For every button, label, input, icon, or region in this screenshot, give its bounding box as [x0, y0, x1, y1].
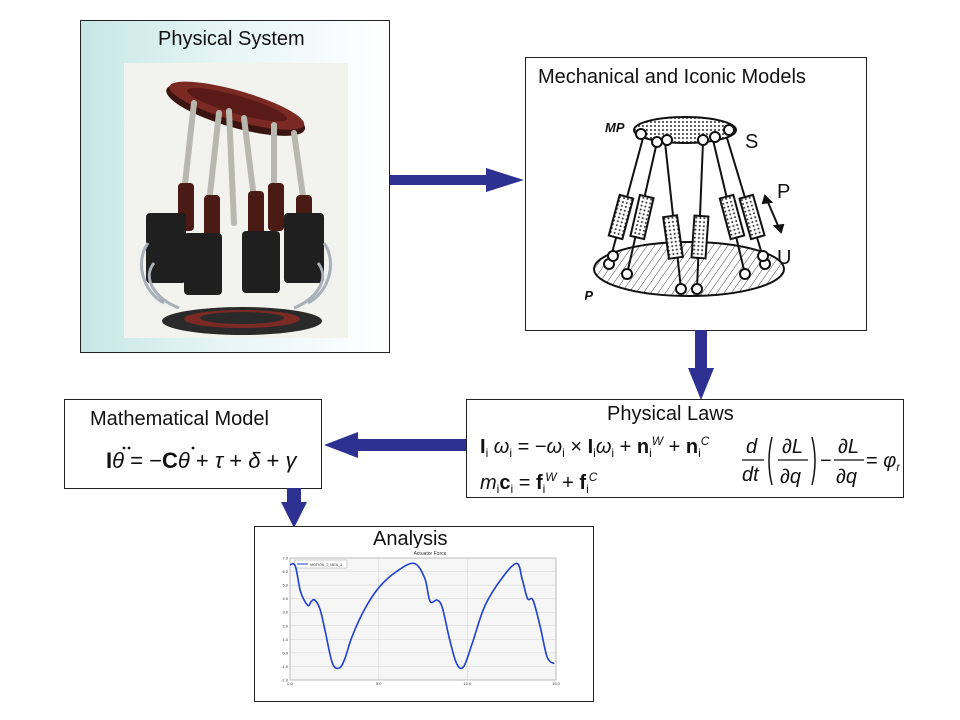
x-tick-label: 10.0 [463, 681, 472, 686]
analysis-title: Analysis [373, 528, 448, 550]
x-tick-label: 0.0 [287, 681, 293, 686]
y-tick-label: 0.0 [282, 650, 288, 655]
physical-laws-equations: Ii ωi = −ωi × Iiωi + niW + niC mici = fi… [480, 434, 900, 496]
y-tick-label: -1.0 [281, 664, 289, 669]
x-tick-label: 5.0 [376, 681, 382, 686]
y-tick-label: 5.0 [282, 583, 288, 588]
physical-laws-panel [466, 399, 904, 498]
plot-legend: MOTION_2_MEA_1 [294, 559, 348, 569]
label-bp: BP [585, 288, 593, 302]
arrow-to-math-model [324, 432, 466, 458]
y-tick-label: -2.0 [281, 678, 289, 683]
actuator-force-plot: Actuator Force 7.06.05.04.03.02.01.00.0-… [260, 548, 560, 696]
y-tick-label: 3.0 [282, 610, 288, 615]
mathematical-model-title: Mathematical Model [90, 408, 269, 430]
mechanical-models-title: Mechanical and Iconic Models [538, 66, 806, 88]
svg-text:d: d [746, 436, 758, 458]
y-tick-label: 7.0 [282, 556, 288, 561]
y-tick-label: 1.0 [282, 637, 288, 642]
plot-title: Actuator Force [414, 551, 447, 557]
series-line [289, 562, 555, 670]
label-s: S [745, 131, 758, 153]
physical-system-title: Physical System [158, 28, 305, 50]
plot-area [289, 557, 557, 681]
svg-text:Ii ωi = −ωi × Iiωi + niW + niC: Ii ωi = −ωi × Iiωi + niW + niC [480, 434, 710, 460]
label-p: P [777, 181, 790, 203]
arrow-to-models [390, 168, 524, 192]
svg-text:Iθ = −Cθ + τ + δ + γ: Iθ = −Cθ + τ + δ + γ [106, 448, 299, 473]
svg-text:−: − [820, 450, 832, 472]
iconic-model-diagram: MP BP S P U [575, 104, 797, 303]
svg-text:∂L: ∂L [782, 436, 803, 458]
hexapod-photo [124, 63, 348, 338]
label-mp: MP [605, 120, 625, 135]
svg-text:= φn: = φn [866, 450, 900, 474]
physical-laws-title: Physical Laws [607, 403, 734, 425]
mathematical-model-panel [64, 399, 322, 489]
svg-text:dt: dt [742, 464, 760, 486]
x-tick-label: 15.0 [552, 681, 560, 686]
arrow-to-laws [688, 330, 714, 400]
label-u: U [777, 247, 791, 269]
arrow-to-analysis [281, 488, 307, 528]
svg-text:∂q: ∂q [780, 466, 801, 488]
y-tick-label: 6.0 [282, 569, 288, 574]
y-tick-label: 2.0 [282, 623, 288, 628]
svg-text:∂q: ∂q [836, 466, 857, 488]
y-tick-label: 4.0 [282, 596, 288, 601]
legend-label: MOTION_2_MEA_1 [310, 563, 342, 567]
svg-text:mici = fiW + fiC: mici = fiW + fiC [480, 470, 598, 496]
svg-text:∂L: ∂L [838, 436, 859, 458]
mathematical-model-equation: Iθ = −Cθ + τ + δ + γ [106, 446, 299, 473]
